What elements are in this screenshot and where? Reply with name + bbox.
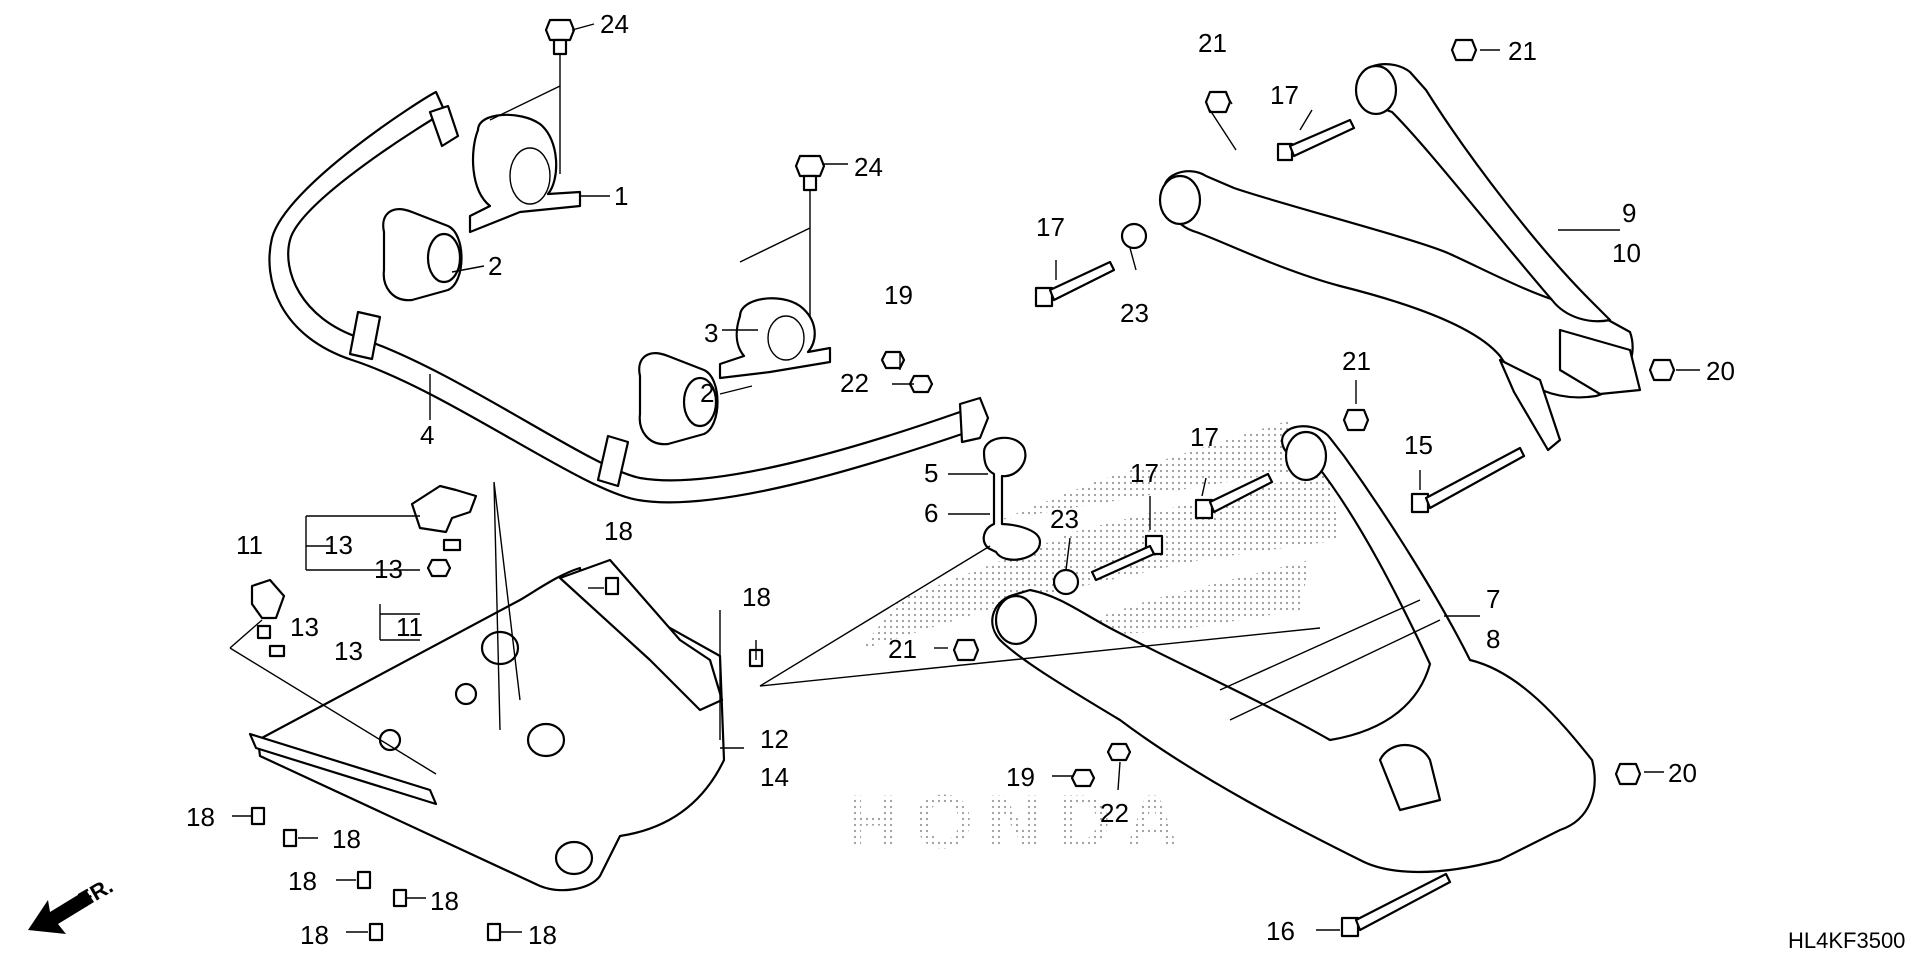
callout-13-c: 13 — [290, 612, 319, 642]
callout-5: 5 — [924, 458, 938, 488]
bushing-lower — [638, 352, 719, 446]
nut-21-arm — [1342, 408, 1370, 432]
bolt-17-left — [1034, 260, 1116, 308]
callout-18-g: 18 — [300, 920, 329, 950]
nut-20-upper — [1648, 358, 1676, 382]
callout-8: 8 — [1486, 624, 1500, 654]
callout-9: 9 — [1622, 198, 1636, 228]
leader-lines — [229, 23, 1700, 933]
callout-18-b: 18 — [742, 582, 771, 612]
nut-21-top — [1204, 90, 1232, 114]
bolt-24-upper — [544, 18, 576, 56]
callout-2-b: 2 — [700, 378, 714, 408]
bolt-18-h — [486, 922, 502, 942]
nut-20-lower — [1614, 762, 1642, 786]
clip-upper — [410, 484, 478, 578]
bolt-17-lower — [1090, 534, 1164, 582]
callout-13-a: 13 — [324, 530, 353, 560]
callout-13-d: 13 — [334, 636, 363, 666]
callout-18-e: 18 — [288, 866, 317, 896]
callout-11-a: 11 — [236, 530, 263, 560]
bolt-24-lower — [794, 154, 826, 192]
callout-19-a: 19 — [884, 280, 913, 310]
callout-17-b: 17 — [1036, 212, 1065, 242]
callout-2-a: 2 — [488, 251, 502, 281]
bolt-18-f — [392, 888, 408, 908]
callout-18-a: 18 — [604, 516, 633, 546]
watermark-text: HONDA — [845, 780, 1194, 865]
callout-21-a: 21 — [1198, 28, 1227, 58]
bolt-18-a — [604, 576, 620, 596]
arrow-left-icon — [28, 890, 94, 934]
bolt-18-d — [282, 828, 298, 848]
callout-22-a: 22 — [840, 368, 869, 398]
callout-21-d: 21 — [888, 634, 917, 664]
callout-15: 15 — [1404, 430, 1433, 460]
nut-21-right — [1450, 38, 1478, 62]
callouts: 24 1 2 4 24 3 2 19 22 5 6 11 13 13 18 13… — [186, 9, 1735, 950]
callout-18-f: 18 — [430, 886, 459, 916]
callout-3: 3 — [704, 318, 718, 348]
callout-24-a: 24 — [600, 9, 629, 39]
washer-23-upper — [1120, 222, 1148, 250]
callout-17-a: 17 — [1270, 80, 1299, 110]
clip-lower — [250, 578, 286, 658]
callout-23-a: 23 — [1120, 298, 1149, 328]
holder-lower — [718, 297, 832, 380]
front-direction-indicator: FR. — [28, 873, 117, 934]
callout-20-b: 20 — [1668, 758, 1697, 788]
callout-23-b: 23 — [1050, 504, 1079, 534]
nut-22-lower — [1106, 742, 1132, 762]
bolt-18-c — [250, 806, 266, 826]
diagram-code: HL4KF3500 — [1788, 928, 1905, 953]
callout-18-h: 18 — [528, 920, 557, 950]
callout-21-c: 21 — [1342, 346, 1371, 376]
callout-16: 16 — [1266, 916, 1295, 946]
skid-plate — [248, 558, 726, 892]
callout-1: 1 — [614, 181, 628, 211]
holder-upper — [468, 113, 582, 234]
bolt-15 — [1410, 446, 1526, 514]
callout-19-b: 19 — [1006, 762, 1035, 792]
stabilizer-link — [982, 436, 1042, 561]
callout-7: 7 — [1486, 584, 1500, 614]
callout-12: 12 — [760, 724, 789, 754]
callout-24-b: 24 — [854, 152, 883, 182]
washer-23-lower — [1052, 568, 1080, 596]
callout-17-c: 17 — [1190, 422, 1219, 452]
callout-18-d: 18 — [332, 824, 361, 854]
callout-18-c: 18 — [186, 802, 215, 832]
bushing-upper — [382, 208, 463, 302]
callout-20-a: 20 — [1706, 356, 1735, 386]
lower-arm — [991, 425, 1596, 874]
callout-14: 14 — [760, 762, 789, 792]
callout-13-b: 13 — [374, 554, 403, 584]
bolt-17-upper — [1276, 118, 1356, 162]
nut-21-lower — [952, 638, 980, 662]
callout-17-d: 17 — [1130, 458, 1159, 488]
callout-4: 4 — [420, 420, 434, 450]
upper-arm — [1158, 63, 1642, 452]
honda-wing-watermark: HONDA — [845, 420, 1340, 865]
stabilizer-bar — [268, 90, 990, 504]
callout-22-b: 22 — [1100, 798, 1129, 828]
callout-10: 10 — [1612, 238, 1641, 268]
callout-6: 6 — [924, 498, 938, 528]
bolt-16 — [1340, 872, 1452, 938]
callout-11-b: 11 — [396, 612, 423, 642]
bolt-18-e — [356, 870, 372, 890]
bolt-17-middle — [1194, 472, 1274, 520]
callout-21-b: 21 — [1508, 36, 1537, 66]
bolt-18-g — [368, 922, 384, 942]
nut-19-lower — [1070, 768, 1096, 788]
